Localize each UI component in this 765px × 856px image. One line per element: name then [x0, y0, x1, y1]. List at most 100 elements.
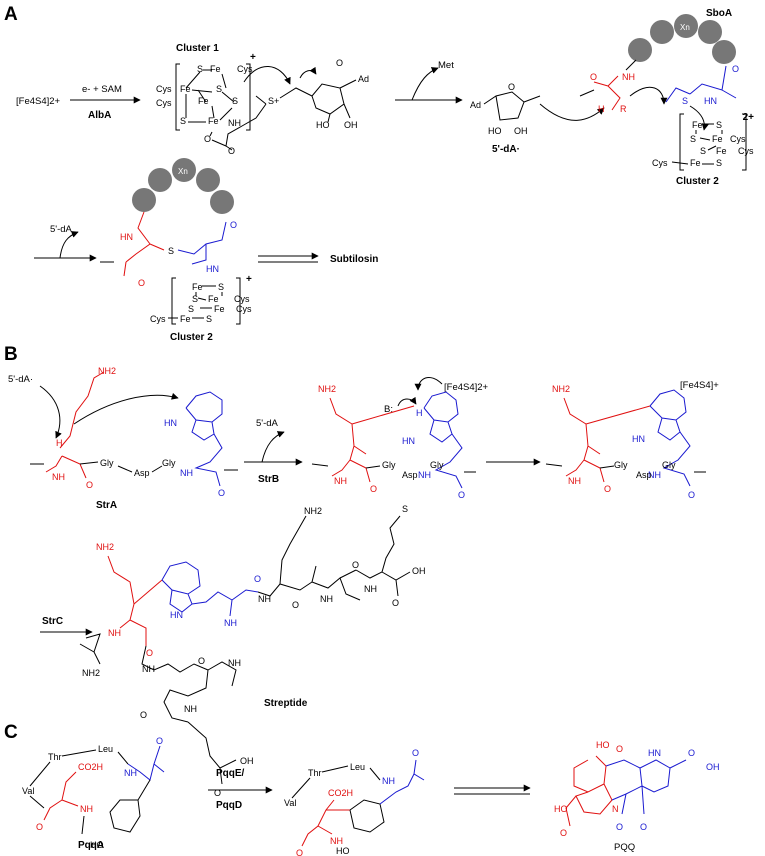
pqq-o-blue3: O: [640, 822, 647, 832]
stra-nh2: NH2: [98, 366, 116, 376]
mod-nh-blue: NH: [382, 776, 395, 786]
c2-cys2: Cys: [738, 146, 754, 156]
pqqa-o: O: [36, 822, 43, 832]
panel-a-label: A: [4, 4, 18, 25]
pqqa-thr: Thr: [48, 752, 62, 762]
c2-fe2: Fe: [712, 134, 723, 144]
stra-nh: NH: [52, 472, 65, 482]
strp-nh2: NH2: [96, 542, 114, 552]
c1-s1: S: [197, 64, 203, 74]
pqqa-o-blue: O: [156, 736, 163, 746]
pqq-o-red2: O: [560, 828, 567, 838]
cyclized-sboa-structure: Xn HN O S O HN: [100, 158, 237, 288]
c1-s2: S: [216, 84, 222, 94]
strp-o6: O: [392, 598, 399, 608]
c1-o1: O: [204, 134, 211, 144]
mod-o-blue: O: [412, 748, 419, 758]
c-enzyme-pqqd: PqqD: [216, 800, 242, 811]
c2b-cys3: Cys: [150, 314, 166, 324]
strp-hn: HN: [170, 610, 183, 620]
pqq-hn: HN: [648, 748, 661, 758]
int2-hn: HN: [632, 434, 645, 444]
dA-o: O: [508, 82, 515, 92]
cluster2b-charge: +: [246, 274, 252, 285]
c2-cys3: Cys: [652, 158, 668, 168]
c2-fe1: Fe: [692, 120, 703, 130]
int1-o-blue: O: [458, 490, 465, 500]
cluster1-charge: +: [250, 52, 256, 63]
sam-ad: Ad: [358, 74, 369, 84]
c2-s3: S: [700, 146, 706, 156]
int2-nh: NH: [568, 476, 581, 486]
c2b-fe3: Fe: [214, 304, 225, 314]
c2b-fe1: Fe: [192, 282, 203, 292]
pqqa-structure: Thr Leu Val CO2H O NH NH O HO PqqA: [22, 736, 165, 851]
c1-cys2: Cys: [156, 84, 172, 94]
c1-fe4: Fe: [208, 116, 219, 126]
c2b-s4: S: [206, 314, 212, 324]
cluster1-structure: Cluster 1 + S Fe Cys Cys Fe S Cys Fe S S…: [156, 43, 267, 156]
strp-oh1: OH: [240, 756, 254, 766]
pqqa-ho: HO: [90, 840, 104, 850]
pqqa-leu: Leu: [98, 744, 113, 754]
stra-hn: HN: [164, 418, 177, 428]
dA-ho: HO: [488, 126, 502, 136]
strp-nh2-n: NH2: [82, 668, 100, 678]
mod-ho: HO: [336, 846, 350, 856]
sboa-h: H: [598, 104, 605, 114]
mod-leu: Leu: [350, 762, 365, 772]
stra-gly2: Gly: [162, 458, 176, 468]
c1-s4: S: [180, 116, 186, 126]
sboa-label: SboA: [706, 8, 732, 19]
pqqa-val: Val: [22, 786, 34, 796]
int1-asp: Asp: [402, 470, 418, 480]
int2-o: O: [604, 484, 611, 494]
stra-o-blue: O: [218, 488, 225, 498]
int1-base: B:: [384, 404, 393, 415]
int2-nh2: NH2: [552, 384, 570, 394]
c2-cys1: Cys: [730, 134, 746, 144]
dA-oh: OH: [514, 126, 528, 136]
strp-o4: O: [292, 600, 299, 610]
c1-fe3: Fe: [198, 96, 209, 106]
cluster1-label: Cluster 1: [176, 43, 219, 54]
c2-s1: S: [716, 120, 722, 130]
strp-s: S: [402, 504, 408, 514]
int1-nh: NH: [334, 476, 347, 486]
streptide-structure: NH2 NH O HN NH O NH2 NH O NH NH O O OH N…: [79, 504, 426, 798]
strp-o1: O: [198, 656, 205, 666]
stra-asp: Asp: [134, 468, 150, 478]
c2b-cys1: Cys: [234, 294, 250, 304]
c-enzyme-pqqe: PqqE/: [216, 768, 245, 779]
pqq-o-blue2: O: [616, 822, 623, 832]
strp-nh2x: NH: [228, 658, 241, 668]
intermediate1-structure: NH2 B: [Fe4S4]2+ H HN NH O NH O Gly Asp …: [311, 376, 489, 500]
streptide-label: Streptide: [264, 698, 308, 709]
mod-nh: NH: [330, 836, 343, 846]
pqqa-label: PqqA: [78, 840, 104, 851]
sboa-r: R: [620, 104, 627, 114]
sam-structure: S+ O Ad HO OH: [243, 58, 369, 130]
pqqa-modified-structure: Thr Leu Val CO2H O NH HO NH O: [284, 748, 425, 856]
c1-cys1: Cys: [237, 64, 253, 74]
sboa-o-red: O: [590, 72, 597, 82]
a-product: Subtilosin: [330, 254, 378, 265]
csboa-s: S: [168, 246, 174, 256]
strp-o3: O: [214, 788, 221, 798]
c2b-s1: S: [218, 282, 224, 292]
int2-o-blue: O: [688, 490, 695, 500]
pqq-label: PQQ: [614, 842, 635, 853]
b-enzyme-strc: StrC: [42, 616, 63, 627]
dA-ad: Ad: [470, 100, 481, 110]
c2b-fe2: Fe: [208, 294, 219, 304]
strp-nh3: NH: [184, 704, 197, 714]
b-byproduct: 5'-dA: [256, 418, 279, 429]
dA-radical-label: 5'-dA·: [492, 144, 520, 155]
cluster2-structure: 2+ Fe S S Fe Cys S Fe Cys Cys Fe S Clust…: [652, 112, 754, 187]
pqq-o-red1: O: [616, 744, 623, 754]
pqq-ho-red2: HO: [554, 804, 568, 814]
pqq-o-blue1: O: [688, 748, 695, 758]
int1-hn: HN: [402, 436, 415, 446]
pqq-n: N: [612, 804, 619, 814]
a-enzyme-alba: AlbA: [88, 110, 111, 121]
